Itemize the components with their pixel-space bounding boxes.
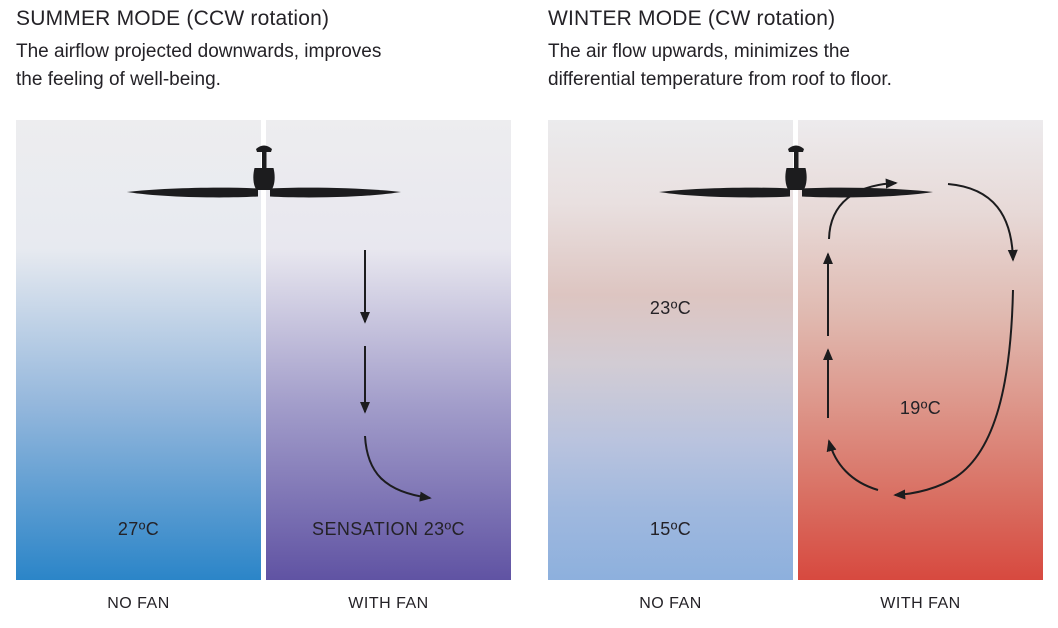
- summer-with-fan-caption: WITH FAN: [348, 595, 429, 612]
- summer-no-fan-caption: NO FAN: [107, 595, 170, 612]
- summer-no-fan-temp: 27ºC: [117, 519, 160, 539]
- winter-with-fan-temp: 19ºC: [899, 398, 942, 418]
- summer-panel: 27ºC SENSATION 23ºC: [16, 120, 511, 580]
- fan-rod: [261, 151, 266, 169]
- winter-panel: 23ºC 15ºC 19ºC: [548, 120, 1043, 580]
- summer-with-fan-temp: SENSATION 23ºC: [312, 519, 465, 539]
- summer-title: SUMMER MODE (CCW rotation): [16, 7, 330, 30]
- winter-no-fan-top-temp: 23ºC: [649, 298, 692, 318]
- fan-mount: [787, 145, 804, 152]
- bottom-left-up-curve-arrow: [826, 439, 879, 491]
- fan-motor: [784, 168, 807, 190]
- fan-rod: [793, 151, 798, 169]
- winter-captions: NO FAN WITH FAN: [548, 594, 1043, 613]
- fan-blade-right: [269, 187, 401, 198]
- winter-subtitle: The air flow upwards, minimizes the diff…: [548, 41, 892, 90]
- fan-blade-left: [126, 187, 258, 198]
- summer-mode-section: SUMMER MODE (CCW rotation) The airflow p…: [16, 0, 511, 628]
- winter-mode-section: WINTER MODE (CW rotation) The air flow u…: [548, 0, 1043, 628]
- winter-with-fan-caption: WITH FAN: [880, 595, 961, 612]
- summer-subtitle: The airflow projected downwards, improve…: [16, 41, 382, 90]
- top-right-curve-arrow: [947, 183, 1018, 262]
- winter-no-fan-bottom-temp: 15ºC: [649, 519, 692, 539]
- fan-blade-right: [801, 187, 933, 198]
- down-curve-arrow: [364, 435, 432, 502]
- fan-motor: [252, 168, 275, 190]
- summer-captions: NO FAN WITH FAN: [16, 594, 511, 613]
- top-left-curve-arrow: [828, 178, 898, 240]
- winter-circulation-arrows: [822, 178, 1018, 500]
- fan-blade-left: [658, 187, 790, 198]
- ceiling-fan-icon: [126, 145, 401, 198]
- fan-mount: [255, 145, 272, 152]
- winter-no-fan-caption: NO FAN: [639, 595, 702, 612]
- right-down-curve-arrow: [893, 289, 1014, 500]
- ceiling-fan-icon: [658, 145, 933, 198]
- winter-title: WINTER MODE (CW rotation): [548, 7, 836, 30]
- summer-airflow-arrows: [359, 250, 432, 502]
